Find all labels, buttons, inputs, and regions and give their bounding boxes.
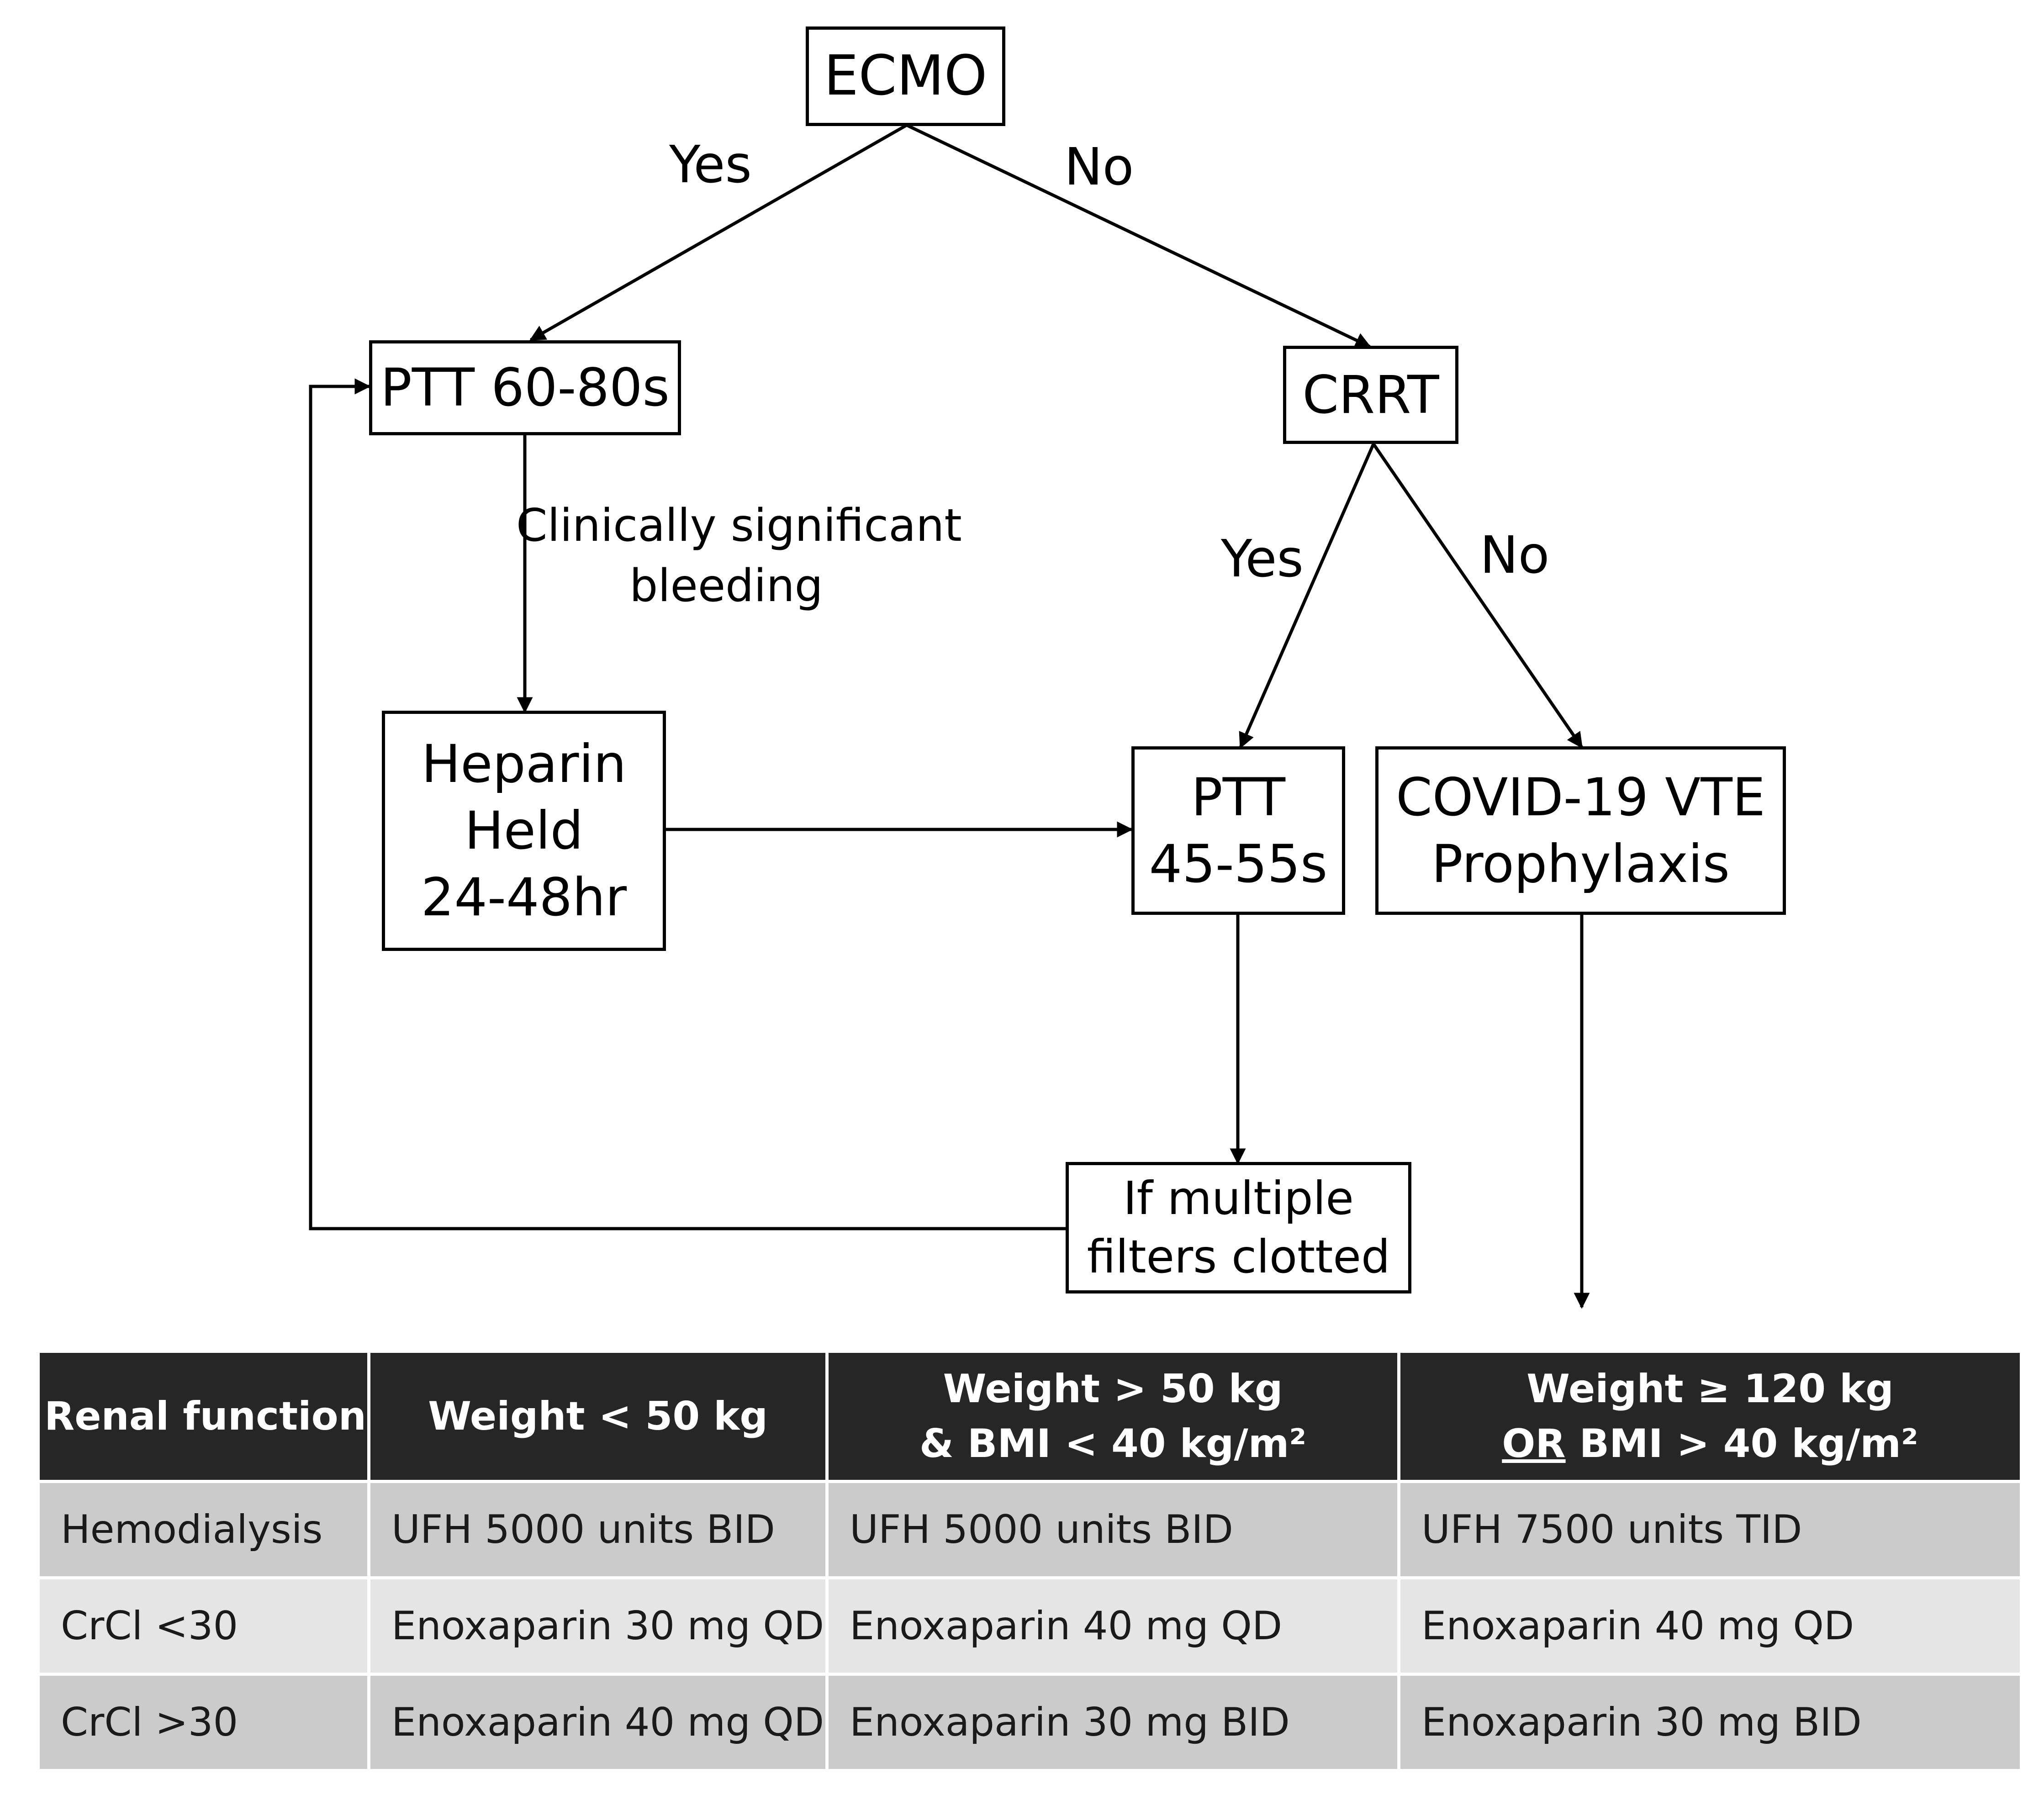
dose-cell: Enoxaparin 30 mg BID <box>825 1673 1400 1772</box>
arrow-filters-loop-to-ptt-60-80 <box>309 378 1067 1230</box>
heparin-held-line-2: Held <box>465 800 583 861</box>
dose-cell: Enoxaparin 40 mg QD <box>367 1673 829 1772</box>
ptt-60-80-label: PTT 60-80s <box>380 357 670 418</box>
bleeding-label-line-1: Clinically significant <box>516 500 962 552</box>
ecmo-box: ECMO <box>806 26 1005 126</box>
header-weight-lt-50: Weight < 50 kg <box>367 1350 829 1483</box>
dose-cell: UFH 7500 units TID <box>1397 1480 2023 1579</box>
header-weight-gt-50-line-2: & BMI < 40 kg/m² <box>919 1421 1307 1467</box>
heparin-held-box: Heparin Held 24-48hr <box>382 711 666 951</box>
crrt-label: CRRT <box>1302 364 1439 425</box>
bleeding-label-line-2: bleeding <box>629 560 823 612</box>
ecmo-label: ECMO <box>824 44 988 108</box>
dose-cell: Enoxaparin 40 mg QD <box>1397 1576 2023 1676</box>
header-weight-gt-50-line-1: Weight > 50 kg <box>943 1366 1283 1412</box>
filters-clotted-box: If multiple filters clotted <box>1066 1162 1411 1293</box>
header-weight-ge-120-line-2-rest: BMI > 40 kg/m² <box>1565 1421 1918 1467</box>
ptt-45-55-line-1: PTT <box>1191 766 1285 828</box>
dose-cell: UFH 5000 units BID <box>825 1480 1400 1579</box>
dose-cell: Enoxaparin 30 mg BID <box>1397 1673 2023 1772</box>
dose-cell: UFH 5000 units BID <box>367 1480 829 1579</box>
heparin-held-line-3: 24-48hr <box>421 866 627 928</box>
ptt-60-80-box: PTT 60-80s <box>369 340 681 435</box>
table-row: Hemodialysis UFH 5000 units BID UFH 5000… <box>37 1480 2023 1579</box>
covid-vte-line-1: COVID-19 VTE <box>1396 766 1765 828</box>
table-header-row: Renal function Weight < 50 kg Weight > 5… <box>37 1350 2023 1483</box>
renal-cell: CrCl >30 <box>37 1673 370 1772</box>
flow-connectors <box>309 123 1590 1309</box>
ecmo-no-label: No <box>1064 137 1134 197</box>
covid-vte-line-2: Prophylaxis <box>1431 833 1730 894</box>
table-row: CrCl <30 Enoxaparin 30 mg QD Enoxaparin … <box>37 1576 2023 1676</box>
dose-cell: Enoxaparin 40 mg QD <box>825 1576 1400 1676</box>
or-underlined: OR <box>1502 1421 1566 1467</box>
arrow-ecmo-to-ptt-60-80 <box>529 123 908 342</box>
renal-cell: Hemodialysis <box>37 1480 370 1579</box>
header-weight-ge-120-line-1: Weight ≥ 120 kg <box>1526 1366 1894 1412</box>
renal-cell: CrCl <30 <box>37 1576 370 1676</box>
ptt-45-55-box: PTT 45-55s <box>1131 746 1345 915</box>
dosing-table: Renal function Weight < 50 kg Weight > 5… <box>37 1350 2023 1772</box>
header-weight-ge-120: Weight ≥ 120 kg OR BMI > 40 kg/m² <box>1397 1350 2023 1483</box>
arrow-ecmo-to-crrt <box>906 123 1372 348</box>
header-weight-gt-50: Weight > 50 kg & BMI < 40 kg/m² <box>825 1350 1400 1483</box>
header-renal-function: Renal function <box>37 1350 370 1483</box>
crrt-no-label: No <box>1480 526 1550 585</box>
crrt-yes-label: Yes <box>1221 529 1304 589</box>
dose-cell: Enoxaparin 30 mg QD <box>367 1576 829 1676</box>
bleeding-label: Clinically significant bleeding <box>516 496 962 617</box>
heparin-held-line-1: Heparin <box>421 734 627 795</box>
header-weight-ge-120-line-2: OR BMI > 40 kg/m² <box>1405 1416 2015 1471</box>
arrow-crrt-to-ptt-45-55 <box>1239 443 1375 749</box>
ecmo-yes-label: Yes <box>669 135 752 195</box>
table-row: CrCl >30 Enoxaparin 40 mg QD Enoxaparin … <box>37 1673 2023 1772</box>
covid-vte-box: COVID-19 VTE Prophylaxis <box>1375 746 1786 915</box>
filters-clotted-line-2: filters clotted <box>1087 1230 1390 1283</box>
filters-clotted-line-1: If multiple <box>1123 1172 1354 1225</box>
crrt-box: CRRT <box>1283 346 1458 444</box>
arrow-crrt-to-covid-vte <box>1372 443 1583 749</box>
ptt-45-55-line-2: 45-55s <box>1149 833 1328 894</box>
